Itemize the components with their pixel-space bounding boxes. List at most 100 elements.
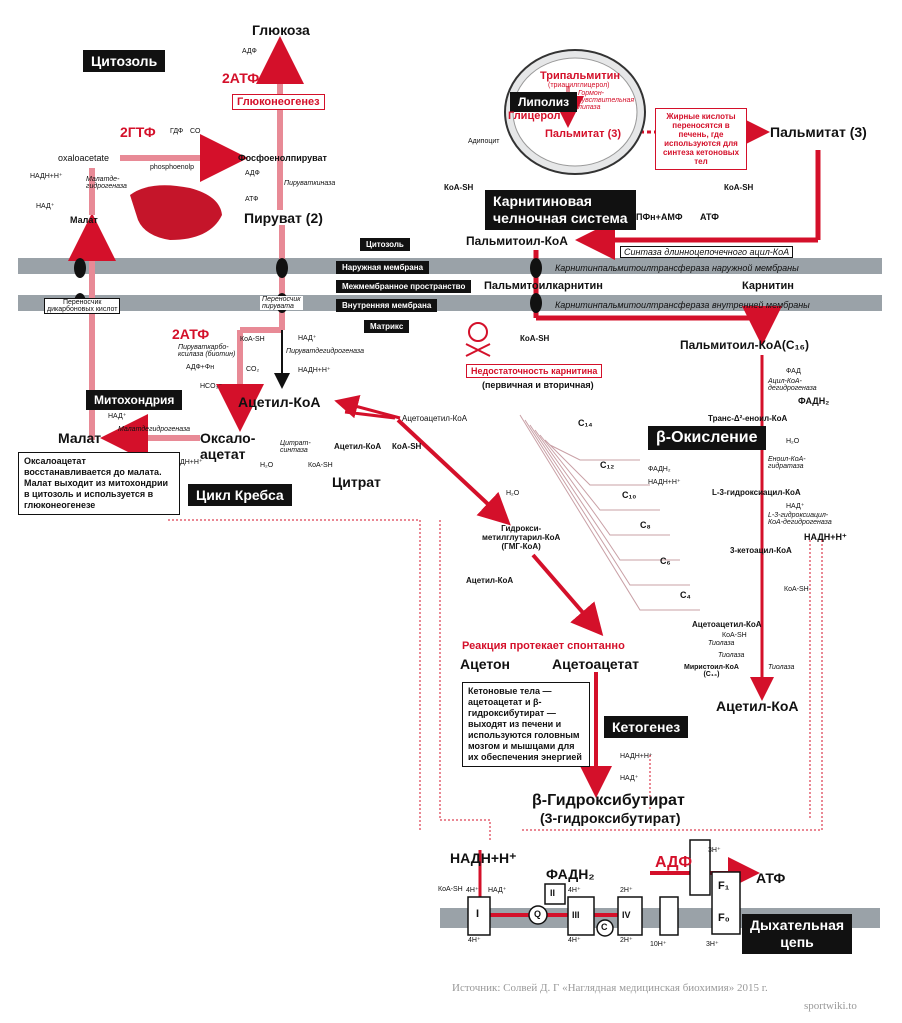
spontaneous: Реакция протекает спонтанно xyxy=(462,640,625,652)
pyruvate-carrier: Переносчик пирувата xyxy=(260,296,303,310)
complex3: III xyxy=(572,910,580,920)
citrate-synthase: Цитрат- синтаза xyxy=(280,440,311,454)
carnitine-def-sub: (первичная и вторичная) xyxy=(482,380,594,390)
tag-inner: Внутренняя мембрана xyxy=(336,299,438,312)
h2o-k: H₂O xyxy=(260,462,274,469)
palmitoylcarnitine: Пальмитоилкарнитин xyxy=(484,280,603,292)
resp-chain-box: Дыхательная цепь xyxy=(742,914,853,954)
co2-p: CO₂ xyxy=(246,366,260,373)
acetyl-koa-h: Ацетил-КоА xyxy=(466,576,514,585)
glycerol-label: Глицерол xyxy=(508,110,561,122)
acetoacetate-label: Ацетоацетат xyxy=(552,656,640,672)
f1-label: F₁ xyxy=(718,880,730,892)
ketoacyl: 3-кетоацил-КоА xyxy=(730,546,792,555)
adipocyte-label: Адипоцит xyxy=(468,138,500,145)
adf-pn: АДФ+Фн xyxy=(186,364,215,371)
acetoacetyl-koa2: Ацетоацетил-КоА xyxy=(692,620,762,629)
atf-r: АТФ xyxy=(756,870,786,886)
c-label: C xyxy=(601,922,608,932)
nadh-k: НАДН+Н⁺ xyxy=(620,753,653,760)
h4c: 4H⁺ xyxy=(468,937,481,944)
atf-c: АТФ xyxy=(700,212,719,222)
atf-pep: АТФ xyxy=(245,196,259,203)
enoyl-hydratase: Еноил-КоА- гидратаза xyxy=(768,456,806,470)
nadh-l: НАДН+Н⁺ xyxy=(30,173,63,180)
inner-membrane xyxy=(18,295,882,311)
hco3: HCO₃⁻ xyxy=(200,383,223,390)
l3-hydroxy: L-3-гидроксиацил-КоА xyxy=(712,488,801,497)
hormone-lipase: Гормон- чувствительная липаза xyxy=(578,90,635,111)
gluconeogenesis-label: Глюконеогенез xyxy=(232,94,325,110)
acyl-synthase: Синтаза длинноцепочечного ацил-КоА xyxy=(620,246,794,258)
h4d: 4H⁺ xyxy=(568,937,581,944)
liver-icon xyxy=(130,185,222,240)
c10-label: C₁₀ xyxy=(622,490,637,500)
l3-dh: L-3-гидроксиацил- КоА-дегидрогеназа xyxy=(768,512,832,526)
fo-label: F₀ xyxy=(718,912,730,924)
adf-pep: АДФ xyxy=(245,170,260,177)
ppn-amf: ПФн+АМФ xyxy=(636,212,683,222)
pyr-carbox: Пируваткарбо- ксилаза (биотин) xyxy=(178,344,236,358)
krebs-box: Цикл Кребса xyxy=(188,484,292,506)
carnitine-label: Карнитин xyxy=(742,280,794,292)
malate-dh2: Малатдегидрогеназа xyxy=(118,426,191,433)
thiolase2: Тиолаза xyxy=(708,640,735,647)
source-label: Источник: Солвей Д. Г «Наглядная медицин… xyxy=(452,982,768,994)
palmitoyl-c16: Пальмитоил-КоА(C₁₆) xyxy=(680,338,809,352)
tag-outer: Наружная мембрана xyxy=(336,261,430,274)
fadh2-r: ФАДН₂ xyxy=(546,866,595,882)
outer-membrane xyxy=(18,258,882,274)
bhb-label: β-Гидроксибутират xyxy=(532,792,685,809)
tag-inter: Межмембранное пространство xyxy=(336,280,472,293)
koash-p: КоА-SH xyxy=(240,336,265,343)
adf-r: АДФ xyxy=(655,854,692,871)
tiolase-s: Тиолаза xyxy=(718,652,745,659)
tag-cytosol: Цитозоль xyxy=(360,238,410,251)
hmg-label: Гидрокси- метилглутарил-КоА (ГМГ-КоА) xyxy=(482,524,561,551)
c12-label: C₁₂ xyxy=(600,460,615,470)
cpt2: Карнитинпальмитоилтрансфераза внутренней… xyxy=(555,300,810,310)
cytosol-box: Цитозоль xyxy=(83,50,166,72)
acetoacetyl-label: Ацетоацетил-КоА xyxy=(402,414,468,423)
koash-t: КоА-SH xyxy=(784,586,809,593)
carnitine-def: Недостаточность карнитина xyxy=(466,364,603,378)
koash-k: КоА-SH xyxy=(308,462,333,469)
oxaloacetate-top: oxaloacetate xyxy=(58,153,110,163)
h3b: 3H⁺ xyxy=(706,941,719,948)
fatty-note: Жирные кислоты переносятся в печень, где… xyxy=(655,108,747,170)
gdf-label: ГДФ xyxy=(170,128,184,135)
h2o-b: H₂O xyxy=(786,438,800,445)
atf2-b: 2АТФ xyxy=(172,326,210,342)
dicarb-carrier: Переносчик дикарбоновых кислот xyxy=(44,298,121,314)
nadh-s: НАДН+Н⁺ xyxy=(648,479,681,486)
triacyl-label: (триацилглицерол) xyxy=(548,82,610,89)
tripalmitin-label: Трипальмитин xyxy=(540,70,620,82)
nadh-m: НАДН+Н⁺ xyxy=(170,459,203,466)
lipolysis-box: Липолиз xyxy=(510,92,578,112)
h2o-h: H₂O xyxy=(506,490,520,497)
koash-s: КоА-SH xyxy=(392,442,422,451)
nad-p: НАД⁺ xyxy=(298,335,317,342)
ketone-note: Кетоновые тела — ацетоацетат и β-гидрокс… xyxy=(462,682,590,767)
c4-label: C₄ xyxy=(680,590,691,600)
fadh2-s: ФАДН₂ xyxy=(648,466,671,473)
glucose-label: Глюкоза xyxy=(252,22,310,38)
nad-b: НАД⁺ xyxy=(786,503,805,510)
koash-d: КоА-SH xyxy=(520,334,550,343)
oxalo-note: Оксалоацетат восстанавливается до малата… xyxy=(18,452,180,515)
ketogenesis-box: Кетогенез xyxy=(604,716,689,738)
h3: 3H⁺ xyxy=(708,847,721,854)
thiolase: Тиолаза xyxy=(768,664,795,671)
nadh-p: НАДН+Н⁺ xyxy=(298,367,331,374)
malate-top: Малат xyxy=(70,215,98,225)
acetyl-koa-k: Ацетил-КоА xyxy=(238,394,321,410)
koash-t2: КоА-SH xyxy=(722,632,747,639)
adf-gluc: АДФ xyxy=(242,48,257,55)
palmitate3a: Пальмитат (3) xyxy=(545,128,622,140)
complex2: II xyxy=(550,888,556,898)
site-label: sportwiki.to xyxy=(804,1000,857,1012)
skull-icon xyxy=(468,322,488,342)
nad-k: НАД⁺ xyxy=(620,775,639,782)
fadh2-a: ФАДН₂ xyxy=(798,396,830,406)
